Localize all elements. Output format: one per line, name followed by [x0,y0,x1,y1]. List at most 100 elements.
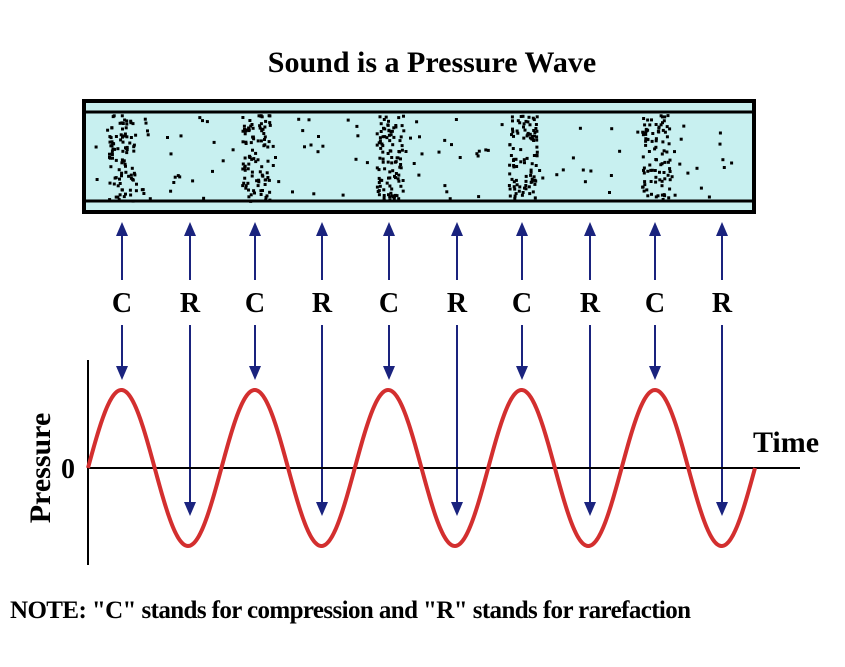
rarefaction-label: R [580,288,601,319]
air-particle [250,123,254,126]
air-particle [202,196,206,200]
air-particle [643,180,647,184]
air-particle [646,118,650,122]
air-particle [445,190,449,194]
air-particle [388,149,392,153]
down-arrow-head [184,502,196,516]
air-particle [132,145,136,149]
air-particle [263,135,267,139]
air-particle [390,187,394,191]
air-particle [647,150,651,153]
air-particle [663,115,667,119]
air-particle [609,174,613,177]
air-particle [381,150,385,154]
air-particle [274,156,277,159]
air-particle [654,139,658,143]
air-particle [131,178,135,182]
air-particle [533,131,537,134]
air-particle [508,194,512,198]
air-particle [250,174,254,178]
air-particle [515,183,519,187]
air-particle [654,180,658,184]
air-particle [382,118,386,121]
air-tube [82,99,756,214]
air-particle [251,148,254,152]
air-particle [518,185,522,189]
air-particle [291,190,294,194]
air-particle [417,173,421,177]
air-particle [514,157,518,161]
air-particle [398,139,402,143]
air-particle [678,162,682,166]
air-particle [121,127,124,131]
air-particle [513,187,517,191]
air-particle [653,147,657,151]
air-particle [654,137,658,141]
air-particle [375,143,379,147]
air-particle [244,186,248,190]
air-particle [397,173,401,177]
air-particle [113,147,117,151]
air-particle [519,160,523,164]
air-particle [679,137,683,141]
air-particle [378,184,382,188]
air-particle [381,160,385,164]
air-particle [665,150,669,154]
air-particle [109,136,113,140]
air-particle [242,181,246,185]
air-particle [383,135,387,139]
air-particle [695,166,699,170]
air-particle [649,180,653,183]
air-particle [394,124,398,127]
air-particle [541,176,545,180]
air-particle [415,120,419,124]
air-particle [259,114,263,118]
air-particle [477,149,481,153]
air-particle [648,123,652,127]
air-particle [660,184,664,188]
air-particle [663,130,667,134]
air-particle [377,141,381,145]
air-particle [512,134,515,138]
air-particle [401,189,405,193]
air-particle [116,147,120,151]
air-particle [380,142,384,146]
air-particle [172,181,176,184]
air-particle [271,164,275,167]
air-particle [530,177,534,181]
air-particle [395,194,399,198]
air-particle [249,141,253,145]
air-particle [255,179,259,183]
air-particle [257,178,261,182]
air-particle [529,170,533,174]
air-particle [260,165,264,169]
air-particle [388,170,392,174]
air-particle [418,135,421,139]
air-particle [244,140,248,144]
air-particle [109,165,113,169]
air-particle [191,179,195,183]
air-particle [317,135,320,138]
air-particle [243,156,247,160]
air-particle [389,133,393,137]
air-particle [650,168,654,172]
air-particle [535,154,539,158]
air-particle [665,125,669,129]
air-particle [517,189,521,193]
air-particle [532,154,536,157]
air-particle [515,165,519,168]
air-particle [519,115,523,118]
air-particle [528,192,532,196]
air-particle [120,174,123,178]
air-particle [381,144,385,148]
air-particle [646,128,650,132]
air-particle [707,195,711,199]
air-particle [128,141,132,145]
air-particle [508,172,512,176]
air-particle [120,114,124,118]
air-particle [583,180,587,184]
x-axis-label: Time [753,426,819,459]
air-particle [132,149,136,153]
air-particle [644,139,648,143]
